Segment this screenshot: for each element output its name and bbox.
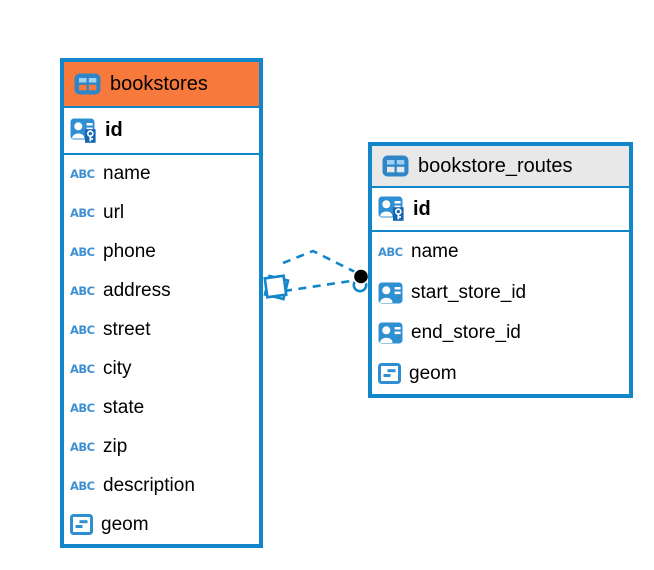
column-row[interactable]: ABC city [64,350,259,389]
column-name: zip [103,435,128,457]
primary-key-icon [378,196,405,222]
column-row[interactable]: ABC address [64,272,259,311]
column-row[interactable]: geom [64,505,259,544]
column-row[interactable]: end_store_id [372,313,629,354]
text-column-icon: ABC [378,245,403,260]
relationship-line[interactable] [282,249,356,293]
column-name: geom [101,513,149,535]
text-column-icon: ABC [70,245,95,260]
table-title: bookstore_routes [418,154,573,177]
column-row[interactable]: ABC name [372,232,629,273]
column-row[interactable]: ABC name [64,155,259,194]
table-bookstores[interactable]: bookstores id ABC name [60,58,263,548]
column-name: id [105,119,123,141]
geometry-column-icon [378,363,401,385]
column-row[interactable]: start_store_id [372,273,629,314]
column-name: geom [409,362,457,384]
column-name: description [103,474,195,496]
reference-column-icon [378,322,403,344]
table-icon [382,155,409,177]
column-row-id[interactable]: id [64,108,259,155]
table-icon [74,73,101,95]
text-column-icon: ABC [70,167,95,182]
column-name: street [103,319,151,341]
table-title: bookstores [110,72,208,95]
column-row[interactable]: ABC street [64,311,259,350]
column-name: name [411,241,459,263]
column-name: address [103,280,171,302]
column-name: start_store_id [411,281,527,303]
column-row[interactable]: geom [372,354,629,395]
text-column-icon: ABC [70,400,95,415]
relationship-dot-marker[interactable] [352,268,370,293]
column-row-id[interactable]: id [372,188,629,232]
geometry-column-icon [70,514,93,536]
column-name: id [413,197,431,220]
relationship-diamond-marker[interactable] [263,274,290,301]
column-row[interactable]: ABC phone [64,233,259,272]
text-column-icon: ABC [70,284,95,299]
column-row[interactable]: ABC url [64,194,259,233]
text-column-icon: ABC [70,206,95,221]
column-name: phone [103,241,156,263]
column-name: url [103,202,125,224]
text-column-icon: ABC [70,361,95,376]
column-name: end_store_id [411,322,521,344]
column-name: name [103,163,151,185]
primary-key-icon [70,118,97,144]
table-header[interactable]: bookstore_routes [372,146,629,188]
column-row[interactable]: ABC state [64,388,259,427]
column-name: city [103,357,132,379]
text-column-icon: ABC [70,439,95,454]
text-column-icon: ABC [70,478,95,493]
table-header[interactable]: bookstores [64,62,259,108]
column-name: state [103,396,145,418]
text-column-icon: ABC [70,323,95,338]
table-bookstore-routes[interactable]: bookstore_routes id ABC name [368,142,633,398]
column-row[interactable]: ABC description [64,466,259,505]
column-row[interactable]: ABC zip [64,427,259,466]
reference-column-icon [378,282,403,304]
